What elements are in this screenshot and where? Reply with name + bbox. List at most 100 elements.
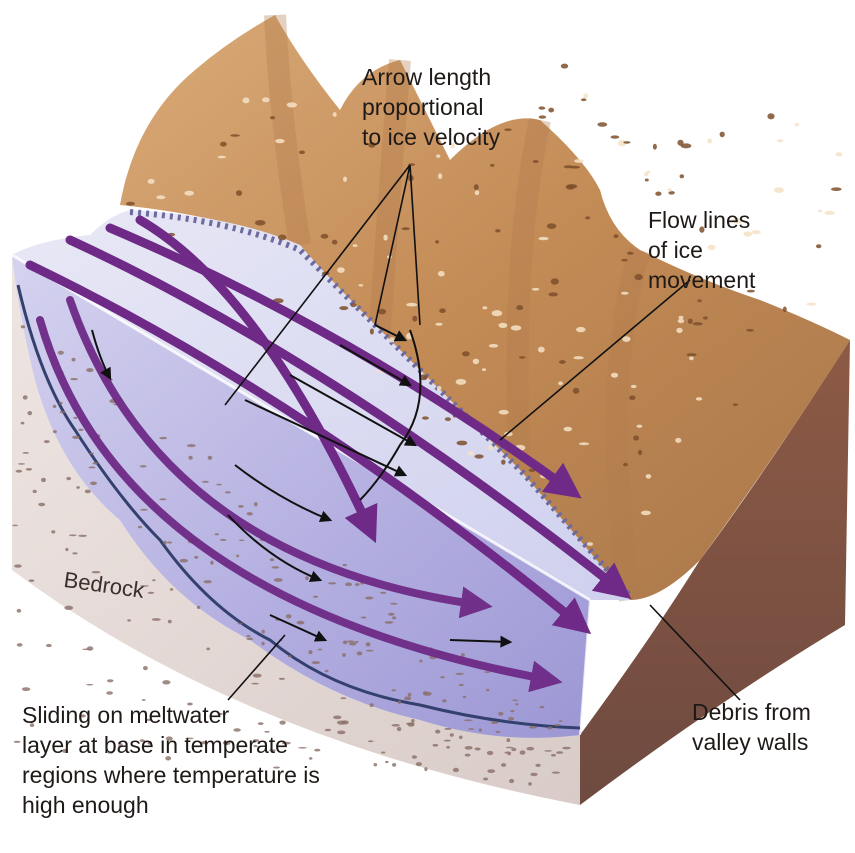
rock-speck — [328, 582, 336, 584]
rock-speck — [349, 642, 357, 645]
rock-speck — [459, 684, 464, 686]
rock-speck — [487, 769, 495, 773]
wall-speck — [621, 292, 629, 295]
wall-speck — [532, 288, 540, 291]
wall-speck — [836, 152, 843, 156]
wall-speck — [576, 327, 586, 332]
rock-speck — [440, 676, 445, 678]
rock-speck — [288, 655, 292, 657]
rock-speck — [21, 422, 25, 425]
wall-speck — [611, 373, 618, 378]
rock-speck — [515, 703, 518, 705]
rock-speck — [463, 696, 467, 698]
rock-speck — [26, 468, 32, 471]
rock-speck — [509, 779, 514, 783]
wall-speck — [655, 192, 661, 196]
wall-speck — [436, 154, 440, 157]
rock-speck — [206, 648, 210, 651]
wall-speck — [564, 427, 573, 432]
rock-speck — [73, 417, 77, 419]
rock-speck — [236, 555, 239, 558]
rock-speck — [465, 754, 471, 757]
rock-speck — [392, 616, 396, 619]
wall-speck — [390, 337, 395, 342]
wall-speck — [278, 235, 287, 241]
wall-speck — [783, 307, 787, 313]
rock-speck — [385, 621, 394, 624]
rock-speck — [465, 746, 473, 750]
rock-speck — [446, 746, 450, 749]
wall-speck — [482, 306, 487, 309]
rock-speck — [491, 721, 499, 724]
rock-speck — [140, 465, 147, 467]
wall-speck — [581, 98, 587, 101]
rock-speck — [504, 752, 511, 754]
rock-speck — [305, 576, 309, 580]
rock-speck — [167, 542, 172, 544]
rock-speck — [508, 717, 514, 721]
rock-speck — [251, 683, 259, 685]
wall-speck — [597, 122, 607, 127]
wall-speck — [456, 379, 467, 385]
rock-speck — [562, 747, 571, 750]
rock-speck — [204, 580, 212, 583]
wall-speck — [638, 450, 642, 455]
wall-speck — [676, 328, 682, 333]
wall-speck — [438, 271, 445, 277]
wall-speck — [468, 451, 475, 455]
wall-speck — [631, 385, 637, 388]
wall-speck — [696, 397, 702, 401]
rock-speck — [406, 723, 415, 725]
rock-speck — [246, 638, 253, 640]
rock-speck — [412, 755, 417, 758]
rock-speck — [459, 736, 463, 740]
wall-speck — [262, 97, 269, 102]
wall-speck — [720, 132, 725, 138]
wall-speck — [831, 187, 842, 191]
wall-speck — [482, 368, 486, 371]
rock-speck — [197, 606, 200, 609]
rock-speck — [325, 670, 329, 673]
rock-speck — [365, 597, 373, 600]
rock-speck — [239, 540, 244, 542]
rock-speck — [554, 724, 561, 726]
rock-speck — [397, 727, 402, 731]
wall-speck — [697, 299, 701, 302]
wall-speck — [653, 144, 657, 150]
wall-speck — [680, 174, 685, 178]
label-arrow-length: Arrow length proportional to ice velocit… — [362, 62, 500, 152]
rock-speck — [552, 772, 561, 774]
wall-speck — [495, 229, 500, 232]
rock-speck — [468, 728, 474, 730]
rock-speck — [535, 764, 540, 767]
rock-speck — [90, 482, 97, 486]
rock-speck — [274, 578, 283, 582]
wall-speck — [675, 438, 681, 443]
wall-speck — [490, 164, 494, 167]
rock-speck — [23, 452, 30, 454]
rock-speck — [556, 751, 563, 754]
wall-speck — [627, 252, 634, 255]
wall-speck — [236, 190, 242, 196]
wall-speck — [332, 240, 338, 245]
rock-speck — [28, 411, 33, 415]
label-flow-lines: Flow lines of ice movement — [648, 205, 755, 295]
rock-speck — [408, 693, 412, 697]
rock-speck — [66, 477, 71, 480]
wall-speck — [343, 177, 347, 182]
rock-speck — [253, 674, 262, 678]
rock-speck — [416, 762, 422, 766]
wall-speck — [538, 237, 548, 240]
rock-speck — [16, 470, 23, 473]
rock-speck — [12, 525, 18, 527]
wall-speck — [539, 115, 546, 118]
rock-speck — [208, 456, 213, 460]
rock-speck — [53, 405, 57, 408]
wall-speck — [501, 460, 505, 465]
rock-speck — [484, 671, 490, 673]
wall-speck — [462, 351, 470, 356]
rock-speck — [342, 720, 349, 724]
wall-speck — [435, 240, 439, 243]
rock-speck — [210, 561, 213, 565]
